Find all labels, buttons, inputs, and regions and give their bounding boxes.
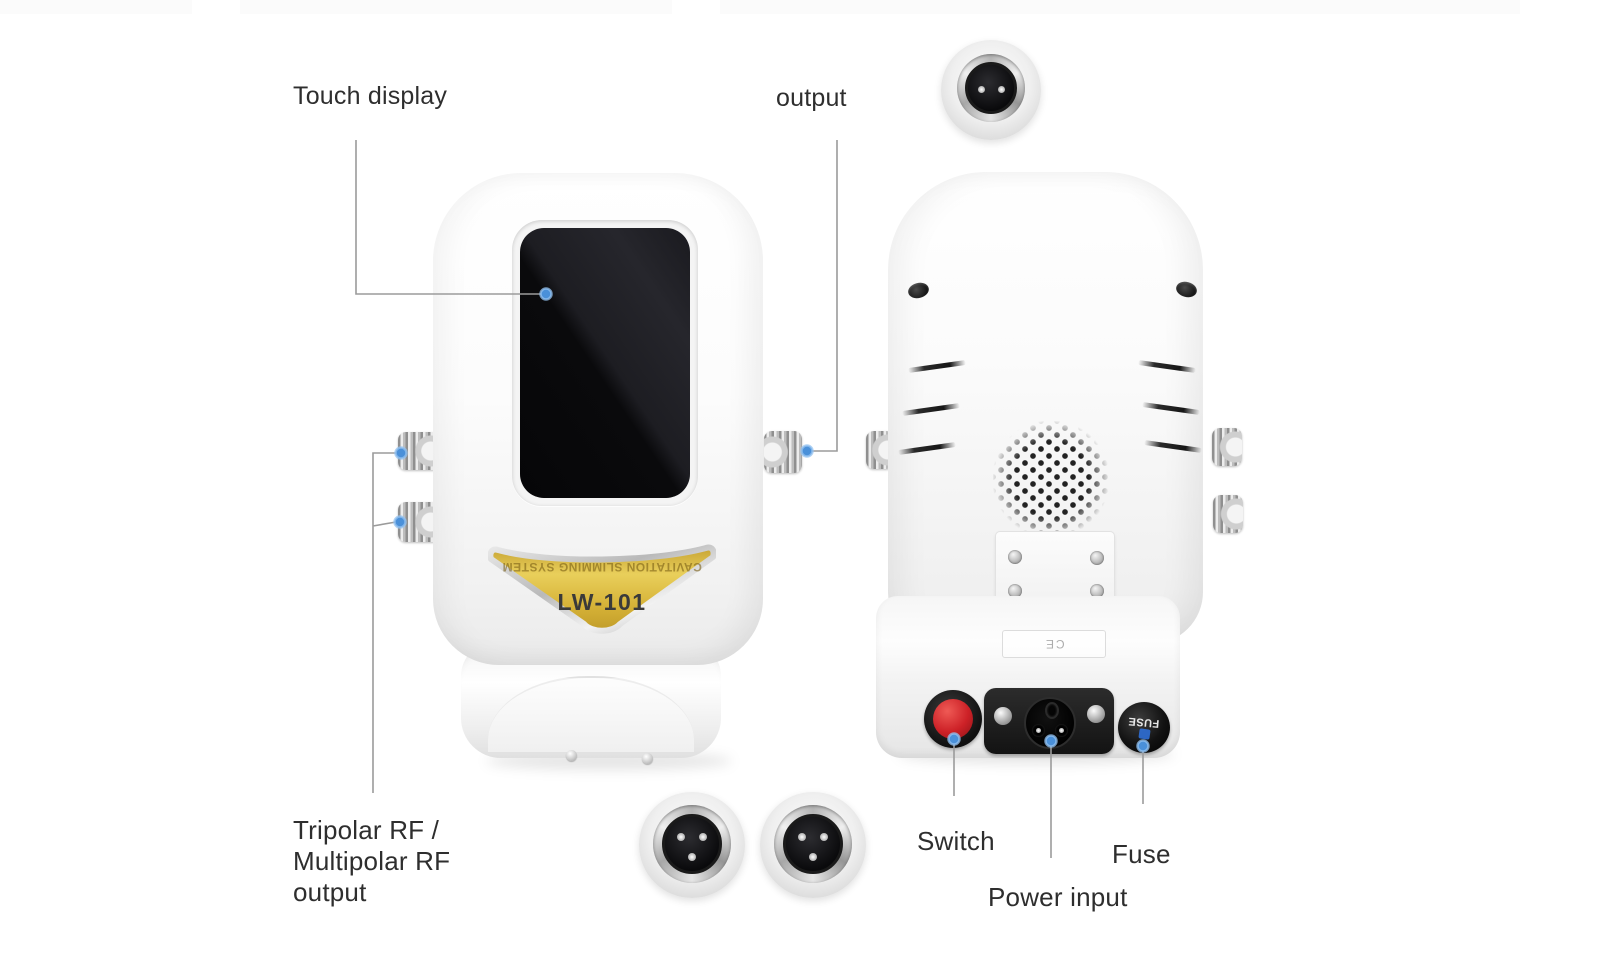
inlet-pin xyxy=(1059,728,1064,733)
connector-pin xyxy=(820,833,828,841)
certification-label: CE xyxy=(1002,630,1106,658)
top-edge-artifact xyxy=(0,0,1600,14)
base-screw xyxy=(642,753,653,764)
anchor-dot xyxy=(800,444,814,458)
fuse-holder[interactable]: FUSE xyxy=(1118,702,1170,753)
hinge-screw xyxy=(1008,550,1022,564)
inlet-pin-hole xyxy=(1045,702,1059,719)
inlet-screw xyxy=(1087,705,1105,723)
bottom-accessory-connector-right xyxy=(760,792,866,898)
certification-label-text: CE xyxy=(1043,637,1065,651)
back-right-connector-upper xyxy=(1212,428,1242,466)
back-right-connector-lower xyxy=(1213,495,1243,533)
inlet-screw xyxy=(994,707,1012,725)
inlet-pin xyxy=(1036,728,1041,733)
connector-pin xyxy=(699,833,707,841)
tripolar-leader xyxy=(372,452,398,793)
fuse-cap-text: FUSE xyxy=(1127,714,1161,730)
connector-pin xyxy=(798,833,806,841)
connector-pin xyxy=(688,853,696,861)
label-touch-display: Touch display xyxy=(293,82,448,110)
label-tripolar-rf: Tripolar RF / Multipolar RF output xyxy=(293,815,450,908)
badge-top-text: CAVITATION SLIMMING SYSTEM xyxy=(502,560,702,574)
model-badge: CAVITATION SLIMMING SYSTEM LW-101 xyxy=(488,544,716,634)
badge-shape xyxy=(488,544,716,634)
badge-model-text: LW-101 xyxy=(557,589,646,615)
connector-pin xyxy=(809,853,817,861)
speaker-grille xyxy=(993,421,1109,537)
screen-bezel xyxy=(512,220,698,506)
connector-socket xyxy=(965,62,1017,114)
connector-socket xyxy=(662,814,722,874)
label-tripolar-line1: Tripolar RF / xyxy=(293,815,440,845)
connector-pin xyxy=(978,86,985,93)
output-connector-right xyxy=(764,431,802,473)
base-screw xyxy=(566,750,577,761)
connector-pin xyxy=(998,86,1005,93)
fuse-logo-icon xyxy=(1137,728,1151,740)
label-tripolar-line3: output xyxy=(293,877,367,907)
connector-socket xyxy=(783,814,843,874)
top-accessory-connector xyxy=(941,40,1041,140)
inlet-socket[interactable] xyxy=(1024,697,1076,749)
power-switch-button[interactable] xyxy=(933,699,973,739)
hinge-screw xyxy=(1090,551,1104,565)
hinge-screw xyxy=(1008,584,1022,598)
power-input-socket[interactable] xyxy=(984,688,1114,754)
hinge-screw xyxy=(1090,584,1104,598)
label-tripolar-line2: Multipolar RF xyxy=(293,846,451,876)
label-power-input: Power input xyxy=(988,882,1128,912)
output-leader xyxy=(812,140,838,452)
connector-pin xyxy=(677,833,685,841)
label-output: output xyxy=(776,84,847,112)
label-switch: Switch xyxy=(917,826,995,856)
touch-display-screen xyxy=(520,228,690,498)
power-switch[interactable] xyxy=(924,690,982,748)
label-fuse: Fuse xyxy=(1112,839,1171,869)
bottom-accessory-connector-left xyxy=(639,792,745,898)
